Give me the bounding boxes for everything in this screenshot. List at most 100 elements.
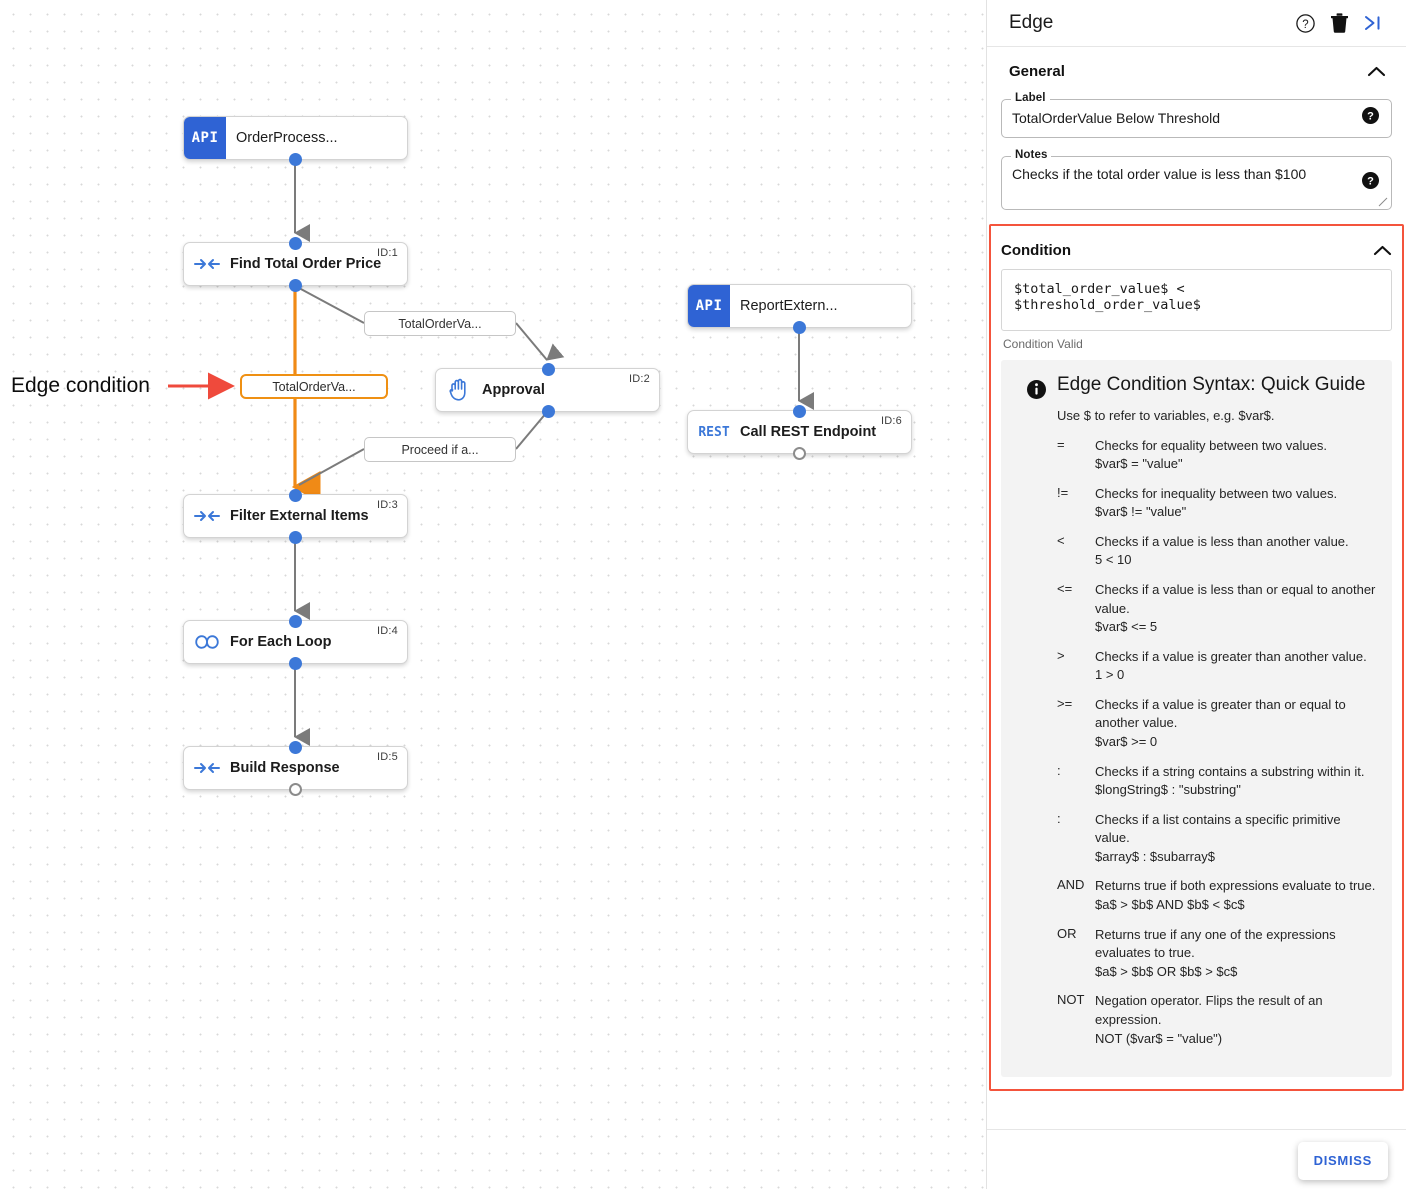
panel-header: Edge ? — [987, 0, 1406, 47]
operator-example-text: NOT ($var$ = "value") — [1095, 1030, 1223, 1046]
node-title: Approval — [482, 382, 545, 398]
section-general: General Label ? — [987, 47, 1406, 210]
operator-symbol: = — [1057, 436, 1065, 452]
label-field[interactable] — [1002, 100, 1358, 137]
dismiss-button[interactable]: DISMISS — [1297, 1142, 1388, 1180]
operator-row: NOT Negation operator. Flips the result o… — [1057, 992, 1378, 1048]
node-for-each-loop[interactable]: For Each Loop ID:4 — [183, 614, 408, 670]
condition-expression-input[interactable]: $total_order_value$ < $threshold_order_v… — [1001, 268, 1392, 331]
panel-body: General Label ? — [987, 47, 1406, 1129]
node-input-port[interactable] — [541, 362, 555, 376]
operator-description: Negation operator. Flips the result of a… — [1095, 992, 1378, 1048]
node-output-port[interactable] — [793, 446, 806, 460]
operator-row: = Checks for equality between two values.… — [1057, 437, 1378, 474]
help-circle-icon[interactable]: ? — [1288, 6, 1322, 40]
node-title: ReportExtern... — [740, 298, 838, 314]
panel-title: Edge — [1009, 12, 1054, 33]
panel-footer: DISMISS — [987, 1129, 1406, 1189]
notes-help-icon[interactable]: ? — [1362, 171, 1379, 194]
notes-field-wrapper: Notes ? — [1001, 148, 1392, 210]
operator-description-text: Returns true if any one of the expressio… — [1095, 926, 1336, 961]
operator-example-text: $var$ >= 0 — [1095, 734, 1158, 750]
node-report-extern[interactable]: API ReportExtern... — [687, 284, 912, 334]
operator-description: Checks if a value is greater than anothe… — [1095, 648, 1378, 685]
section-general-header[interactable]: General — [999, 47, 1394, 90]
operator-row: : Checks if a string contains a substring… — [1057, 763, 1378, 800]
node-find-total-order-price[interactable]: Find Total Order Price ID:1 — [183, 236, 408, 292]
svg-text:?: ? — [1367, 175, 1374, 187]
operator-description-text: Returns true if both expressions evaluat… — [1095, 878, 1376, 894]
operator-symbol: OR — [1057, 925, 1077, 941]
node-order-process[interactable]: API OrderProcess... — [183, 116, 408, 166]
operator-row: !=Checks for inequality between two valu… — [1057, 485, 1378, 522]
node-call-rest-endpoint[interactable]: REST Call REST Endpoint ID:6 — [687, 404, 912, 460]
operator-symbol: < — [1057, 532, 1065, 548]
operator-symbol: > — [1057, 647, 1065, 663]
edge-label-proceed-if-approved[interactable]: Proceed if a... — [364, 437, 516, 462]
node-approval[interactable]: Approval ID:2 — [435, 362, 660, 418]
chevron-up-icon[interactable] — [1367, 65, 1386, 78]
flow-canvas[interactable]: Edge condition API OrderProcess... Find … — [0, 0, 986, 1189]
merge-arrows-icon — [184, 243, 230, 285]
node-output-port[interactable] — [289, 278, 302, 292]
condition-section-highlight: Condition $total_order_value$ < $thresho… — [989, 223, 1404, 1092]
operator-row: >=Checks if a value is greater than or e… — [1057, 696, 1378, 752]
operator-description: Checks for inequality between two values… — [1095, 485, 1378, 522]
node-output-port[interactable] — [289, 782, 302, 796]
edge-connections-layer — [168, 160, 814, 746]
node-output-port[interactable] — [289, 152, 302, 166]
node-output-port[interactable] — [289, 530, 302, 544]
node-title: For Each Loop — [230, 634, 332, 650]
operator-symbol: <= — [1057, 580, 1073, 596]
node-id-label: ID:3 — [377, 499, 398, 511]
operator-description: Checks if a value is less than another v… — [1095, 533, 1378, 570]
section-condition-header[interactable]: Condition — [1001, 226, 1392, 269]
operator-symbol: NOT — [1057, 992, 1085, 1008]
node-id-label: ID:4 — [377, 625, 398, 637]
node-output-port[interactable] — [541, 404, 555, 418]
notes-resize-handle[interactable] — [1378, 197, 1388, 207]
label-field-legend: Label — [1011, 92, 1050, 104]
node-input-port[interactable] — [289, 614, 302, 628]
operator-description: Checks for equality between two values.$… — [1095, 437, 1378, 474]
node-input-port[interactable] — [289, 740, 302, 754]
operator-description-text: Negation operator. Flips the result of a… — [1095, 993, 1323, 1027]
guide-subtitle: Use $ to refer to variables, e.g. $var$. — [1057, 407, 1275, 423]
operator-symbol: : — [1057, 762, 1061, 778]
node-filter-external-items[interactable]: Filter External Items ID:3 — [183, 488, 408, 544]
operator-row: :Checks if a list contains a specific pr… — [1057, 811, 1378, 867]
notes-field[interactable] — [1002, 156, 1358, 209]
node-input-port[interactable] — [289, 488, 302, 502]
edge-label-total-order-value-to-approval[interactable]: TotalOrderVa... — [364, 311, 516, 336]
infinity-icon — [184, 621, 230, 663]
delete-icon[interactable] — [1322, 6, 1356, 40]
node-id-label: ID:1 — [377, 247, 398, 259]
condition-validity-text: Condition Valid — [1003, 336, 1083, 351]
api-badge-icon: API — [688, 285, 730, 327]
guide-title: Edge Condition Syntax: Quick Guide — [1057, 373, 1366, 395]
node-input-port[interactable] — [793, 404, 806, 418]
collapse-panel-icon[interactable] — [1356, 6, 1390, 40]
edge-label-selected-condition[interactable]: TotalOrderVa... — [240, 374, 388, 399]
svg-text:?: ? — [1367, 111, 1374, 123]
node-output-port[interactable] — [793, 320, 806, 334]
label-help-icon[interactable]: ? — [1362, 107, 1379, 129]
api-badge-icon: API — [184, 117, 226, 159]
operator-row: OR Returns true if any one of the express… — [1057, 926, 1378, 982]
chevron-up-icon[interactable] — [1373, 244, 1392, 257]
operator-example-text: $array$ : $subarray$ — [1095, 848, 1215, 864]
operator-description-text: Checks if a string contains a substring … — [1095, 763, 1365, 779]
notes-field-legend: Notes — [1011, 148, 1052, 161]
operator-description: Returns true if both expressions evaluat… — [1095, 877, 1378, 914]
label-field-wrapper: Label ? — [1001, 92, 1392, 138]
node-title: OrderProcess... — [236, 130, 338, 146]
node-build-response[interactable]: Build Response ID:5 — [183, 740, 408, 796]
svg-text:?: ? — [1302, 18, 1308, 30]
operator-example-text: 1 > 0 — [1095, 667, 1125, 683]
node-input-port[interactable] — [289, 236, 302, 250]
condition-syntax-guide: Edge Condition Syntax: Quick Guide Use $… — [1001, 359, 1392, 1078]
operator-description-text: Checks if a value is greater than anothe… — [1095, 648, 1367, 664]
operator-example-text: $var$ = "value" — [1095, 456, 1183, 472]
merge-arrows-icon — [184, 747, 230, 789]
node-output-port[interactable] — [289, 656, 302, 670]
